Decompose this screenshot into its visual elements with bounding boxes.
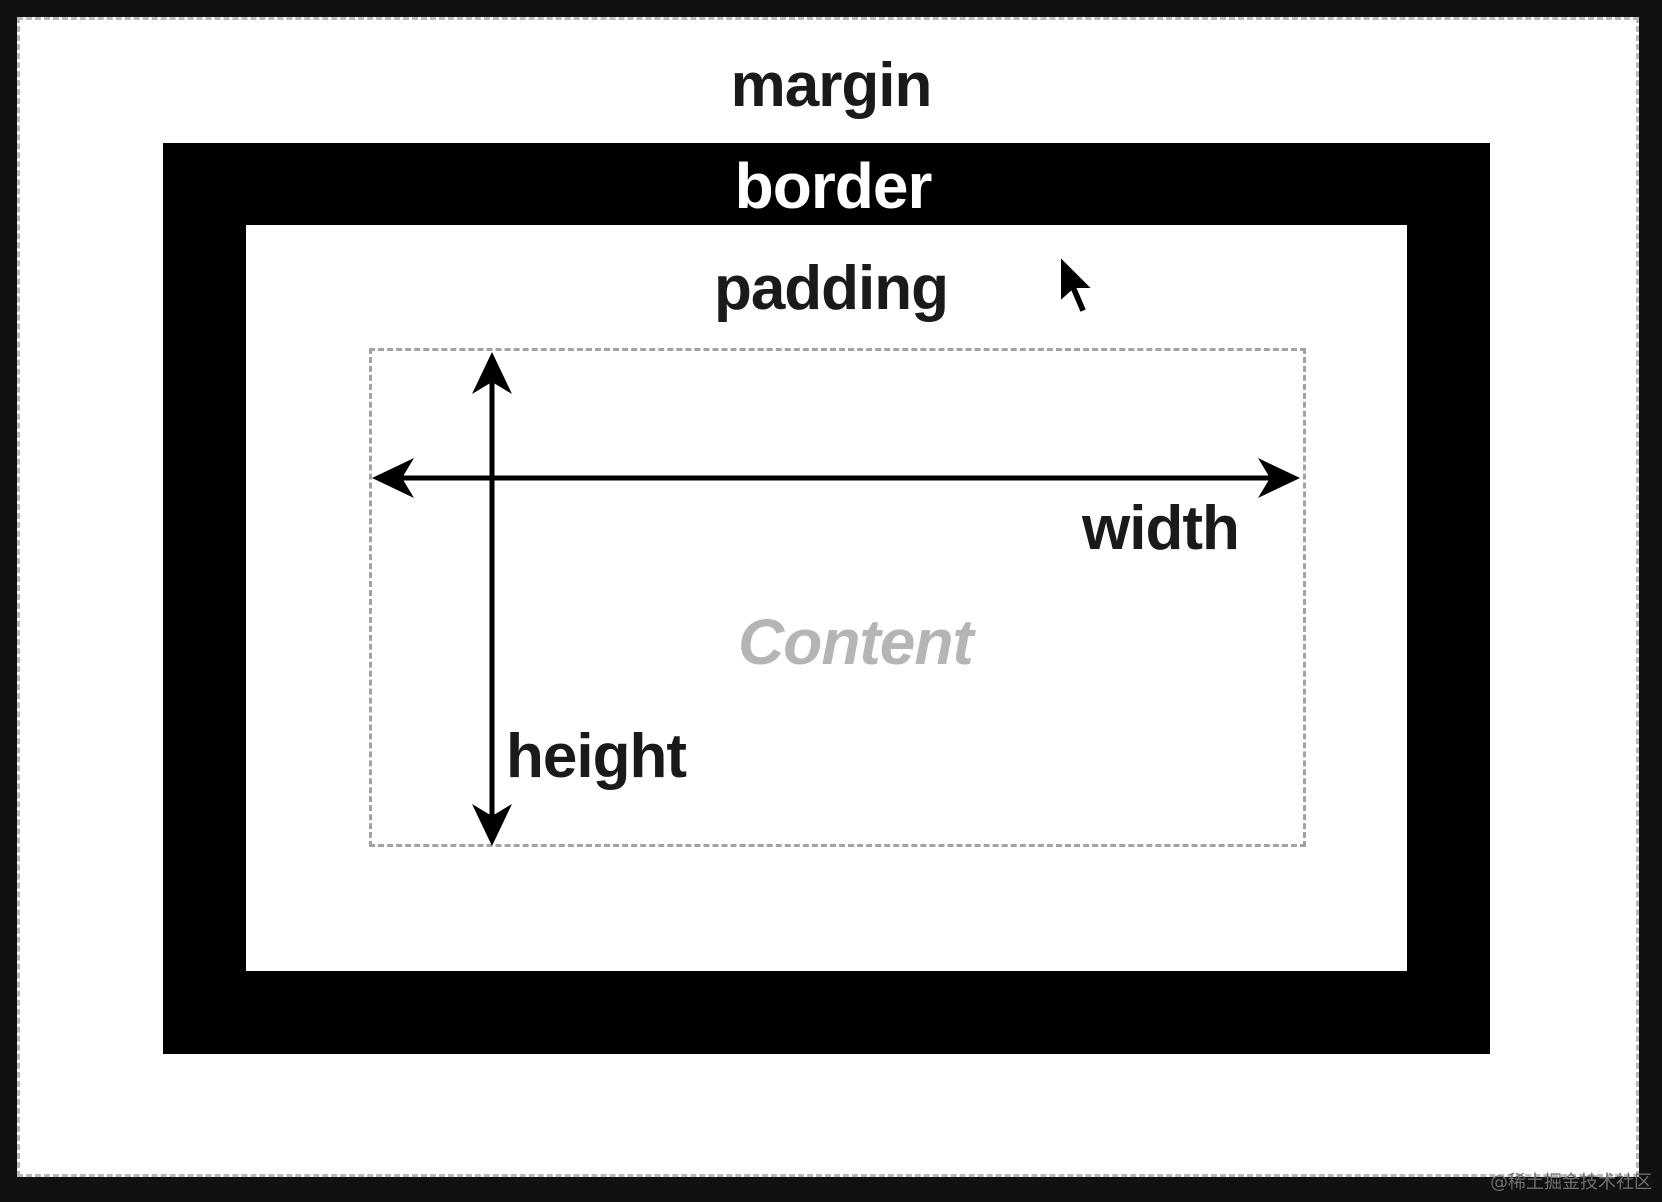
width-label: width	[1082, 494, 1240, 563]
width-arrow	[372, 458, 1300, 498]
height-arrow	[472, 352, 512, 846]
content-area	[369, 348, 1306, 847]
height-label: height	[506, 722, 687, 791]
border-label: border	[734, 150, 933, 222]
margin-label: margin	[730, 51, 933, 120]
watermark: @稀土掘金技术社区	[1490, 1172, 1652, 1193]
padding-label: padding	[713, 254, 949, 323]
content-label: Content	[738, 606, 974, 678]
mouse-pointer-icon	[1059, 253, 1096, 315]
